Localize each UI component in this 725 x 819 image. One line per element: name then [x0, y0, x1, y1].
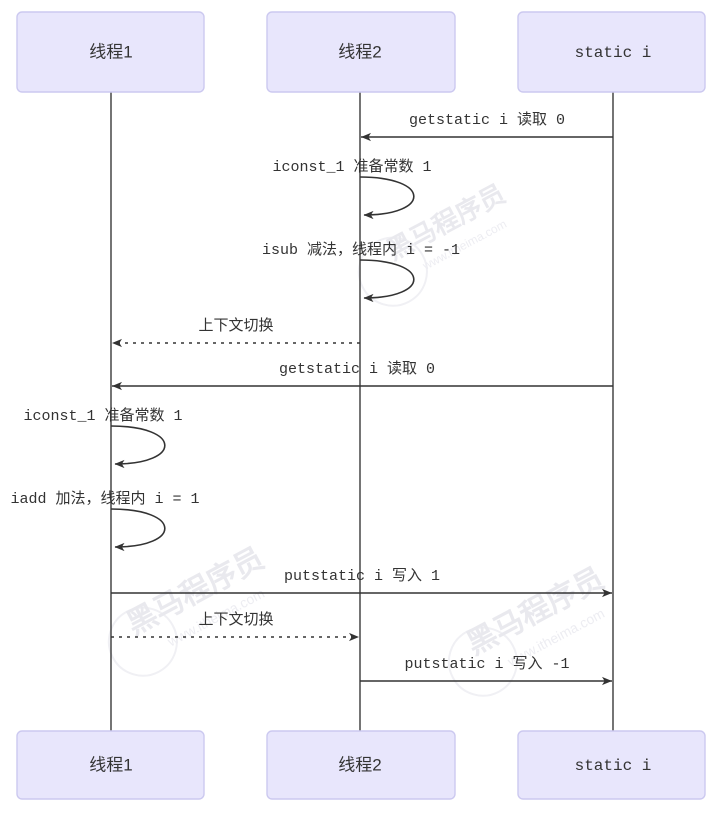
message-m1[interactable]: getstatic i 读取 0	[361, 111, 613, 142]
self-message-arc	[359, 176, 415, 220]
message-label: iconst_1 准备常数 1	[23, 407, 182, 425]
message-m9[interactable]: 上下文切换	[111, 611, 359, 642]
message-label: 上下文切换	[198, 611, 273, 628]
watermark-ring	[357, 236, 428, 307]
actor-top-t1[interactable]: 线程1	[16, 11, 205, 93]
actor-label: 线程1	[89, 42, 132, 61]
actor-box	[266, 730, 456, 800]
actor-label: 线程2	[338, 755, 381, 774]
actor-label: static i	[575, 757, 652, 775]
message-m6[interactable]: iconst_1 准备常数 1	[23, 407, 183, 469]
message-label: getstatic i 读取 0	[279, 360, 435, 378]
message-label: getstatic i 读取 0	[409, 111, 565, 129]
actor-box	[16, 730, 205, 800]
actor-top-t2[interactable]: 线程2	[266, 11, 456, 93]
actor-bottom-t2[interactable]: 线程2	[266, 730, 456, 800]
message-layer: getstatic i 读取 0 iconst_1 准备常数 1 isub 减法，线…	[10, 111, 613, 686]
actor-box	[16, 11, 205, 93]
lifeline-layer	[110, 92, 614, 731]
message-label: 上下文切换	[198, 317, 273, 334]
watermark-ring	[107, 606, 178, 677]
actor-box	[266, 11, 456, 93]
self-message-arc	[359, 259, 415, 303]
self-message-arc	[110, 425, 166, 469]
message-label: iadd 加法，线程内 i = 1	[10, 490, 199, 508]
message-m5[interactable]: getstatic i 读取 0	[112, 360, 613, 391]
actor-top-si[interactable]: static i	[517, 11, 706, 93]
message-label: putstatic i 写入 -1	[404, 656, 569, 673]
actor-bottom-si[interactable]: static i	[517, 730, 706, 800]
message-label: putstatic i 写入 1	[284, 568, 440, 585]
message-m7[interactable]: iadd 加法，线程内 i = 1	[10, 490, 200, 552]
watermark-ring	[447, 626, 518, 697]
actor-box	[517, 11, 706, 93]
message-m4[interactable]: 上下文切换	[112, 317, 360, 348]
actor-label: 线程2	[338, 42, 381, 61]
message-label: iconst_1 准备常数 1	[272, 158, 431, 176]
actor-layer: 线程1 线程2 static i 线程1 线程2 static i	[16, 11, 706, 800]
message-m3[interactable]: isub 减法，线程内 i = -1	[262, 241, 460, 303]
actor-bottom-t1[interactable]: 线程1	[16, 730, 205, 800]
self-message-arc	[110, 508, 166, 552]
message-m2[interactable]: iconst_1 准备常数 1	[272, 158, 432, 220]
actor-label: static i	[575, 44, 652, 62]
message-label: isub 减法，线程内 i = -1	[262, 241, 460, 259]
message-m8[interactable]: putstatic i 写入 1	[111, 568, 612, 598]
actor-box	[517, 730, 706, 800]
message-m10[interactable]: putstatic i 写入 -1	[360, 656, 612, 686]
actor-label: 线程1	[89, 755, 132, 774]
